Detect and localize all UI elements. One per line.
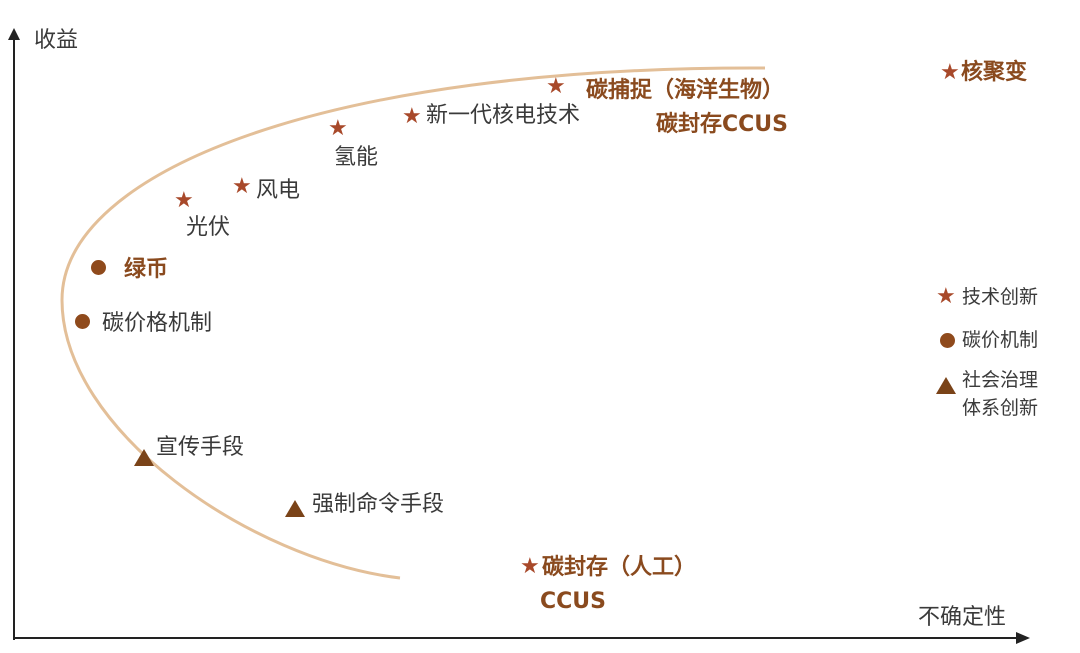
label-hydrogen: 氢能 bbox=[334, 145, 379, 170]
star-icon: ★ bbox=[520, 554, 540, 579]
label-nuclear-fusion: 核聚变 bbox=[961, 60, 1028, 85]
label-ccus-2: CCUS bbox=[540, 589, 606, 614]
y-axis-label: 收益 bbox=[34, 28, 79, 53]
label-ccus-artificial: 碳封存（人工） bbox=[542, 555, 697, 580]
triangle-marker bbox=[936, 377, 956, 394]
legend-gov-1: 社会治理 bbox=[962, 369, 1039, 391]
x-axis-label: 不确定性 bbox=[918, 605, 1007, 630]
label-ccus: 碳封存CCUS bbox=[656, 112, 789, 137]
label-wind: 风电 bbox=[256, 178, 301, 203]
triangle-marker bbox=[134, 449, 154, 466]
star-icon: ★ bbox=[940, 60, 960, 85]
star-icon: ★ bbox=[936, 284, 956, 309]
star-icon: ★ bbox=[232, 174, 252, 199]
legend-tech: 技术创新 bbox=[962, 286, 1039, 308]
star-icon: ★ bbox=[546, 74, 566, 99]
star-icon: ★ bbox=[174, 188, 194, 213]
legend-price: 碳价机制 bbox=[962, 329, 1039, 351]
circle-marker bbox=[75, 314, 90, 329]
label-carbon-price: 碳价格机制 bbox=[102, 311, 213, 336]
trajectory-curve bbox=[60, 66, 766, 580]
label-carbon-capture-ocean: 碳捕捉（海洋生物） bbox=[586, 78, 785, 103]
label-green-coin: 绿币 bbox=[124, 257, 169, 282]
triangle-marker bbox=[285, 500, 305, 517]
label-new-nuclear: 新一代核电技术 bbox=[426, 103, 581, 128]
circle-marker bbox=[940, 333, 955, 348]
x-axis-arrow bbox=[1016, 632, 1030, 644]
legend-gov-2: 体系创新 bbox=[962, 397, 1039, 419]
label-solar: 光伏 bbox=[186, 215, 231, 240]
circle-marker bbox=[91, 260, 106, 275]
star-icon: ★ bbox=[328, 116, 348, 141]
star-icon: ★ bbox=[402, 104, 422, 129]
label-publicity: 宣传手段 bbox=[156, 435, 245, 460]
y-axis-arrow bbox=[8, 28, 20, 40]
label-command: 强制命令手段 bbox=[312, 492, 445, 517]
